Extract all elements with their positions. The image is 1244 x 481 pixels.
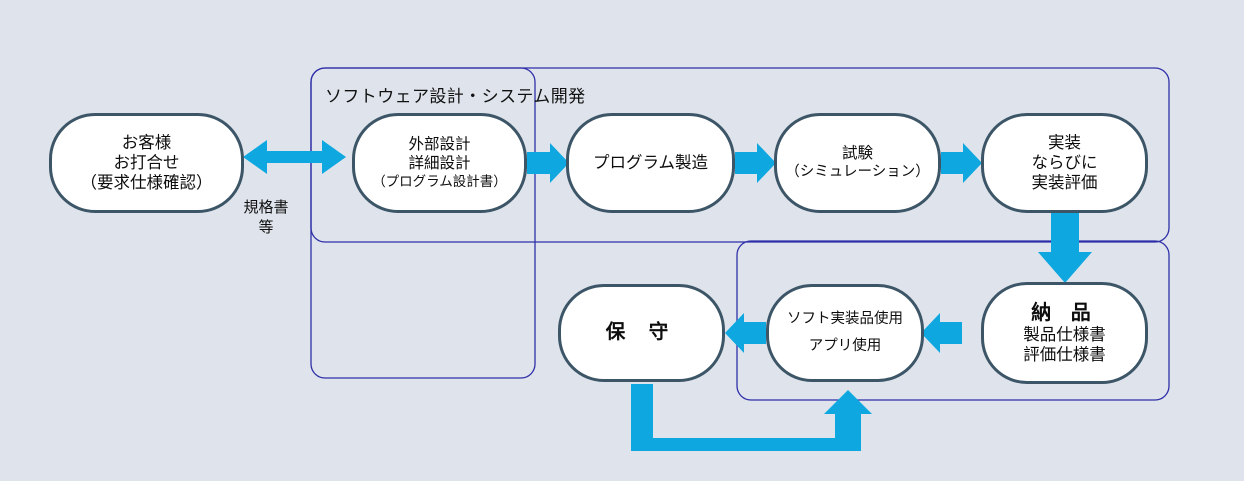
arrow-implementation-to-delivery: [1038, 212, 1092, 283]
node-external-detailed-design-line-1: 外部設計: [408, 135, 471, 153]
node-test-simulation-line-2: （シミュレーション）: [785, 163, 930, 180]
group-frame-maintenance: [310, 67, 536, 379]
node-delivery-line-3: 評価仕様書: [1023, 346, 1106, 365]
arrow-test-to-implementation: [941, 143, 982, 183]
arrow-delivery-to-usage: [921, 313, 962, 353]
spec-document-caption: 規格書 等: [238, 198, 294, 239]
arrow-design-to-program: [527, 143, 569, 183]
node-delivery[interactable]: 納 品 製品仕様書 評価仕様書: [981, 282, 1148, 384]
node-customer-meeting-line-2: お打合せ: [113, 153, 180, 172]
node-customer-meeting-line-1: お客様: [121, 133, 172, 152]
node-implementation-evaluation-line-2: ならびに: [1031, 153, 1098, 172]
node-program-production[interactable]: プログラム製造: [566, 113, 735, 213]
node-software-usage[interactable]: ソフト実装品使用 アプリ使用: [766, 284, 924, 382]
spec-document-caption-line-2: 等: [258, 219, 274, 237]
arrow-usage-to-maintenance: [725, 313, 766, 353]
node-customer-meeting[interactable]: お客様 お打合せ （要求仕様確認）: [49, 113, 244, 213]
node-delivery-line-2: 製品仕様書: [1023, 326, 1106, 345]
arrow-maintenance-loop-to-usage: [631, 384, 872, 451]
node-implementation-evaluation[interactable]: 実装 ならびに 実装評価: [981, 113, 1148, 213]
node-customer-meeting-line-3: （要求仕様確認）: [80, 174, 213, 193]
node-test-simulation-line-1: 試験: [841, 144, 873, 162]
arrow-customer-to-design: [243, 140, 346, 174]
node-maintenance[interactable]: 保 守: [558, 284, 725, 382]
node-implementation-evaluation-line-1: 実装: [1048, 133, 1081, 152]
node-delivery-title: 納 品: [1031, 301, 1098, 324]
node-maintenance-title: 保 守: [605, 321, 678, 344]
node-external-detailed-design[interactable]: 外部設計 詳細設計 （プログラム設計書）: [352, 113, 527, 213]
spec-document-caption-line-1: 規格書: [243, 199, 289, 216]
node-external-detailed-design-line-2: 詳細設計: [408, 154, 471, 172]
node-implementation-evaluation-line-3: 実装評価: [1031, 174, 1098, 193]
arrow-program-to-test: [735, 143, 776, 183]
node-software-usage-line-2: アプリ使用: [808, 337, 882, 354]
group-label-software-design: ソフトウェア設計・システム開発: [325, 87, 586, 106]
node-external-detailed-design-line-3: （プログラム設計書）: [372, 173, 507, 189]
node-program-production-line-1: プログラム製造: [592, 153, 708, 172]
node-software-usage-line-1: ソフト実装品使用: [787, 310, 903, 327]
node-test-simulation[interactable]: 試験 （シミュレーション）: [774, 113, 941, 213]
